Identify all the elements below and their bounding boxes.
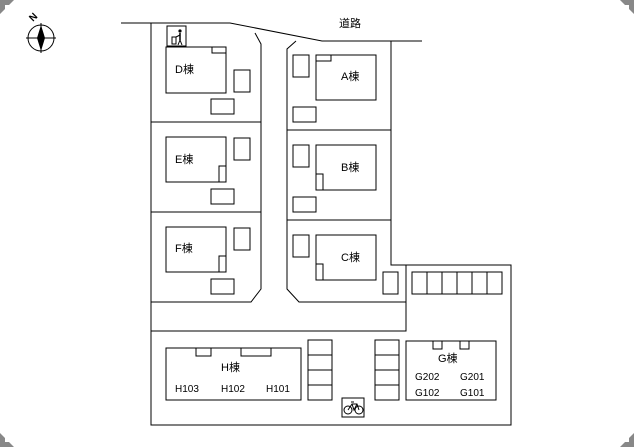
parking-slot	[292, 234, 310, 258]
unit-label: G201	[460, 372, 485, 383]
parking-slot	[233, 227, 251, 251]
compass-icon: N	[26, 11, 56, 53]
building-b-label: B棟	[341, 160, 359, 174]
building-h-label: H棟	[221, 360, 240, 374]
compass-north-label: N	[27, 11, 40, 24]
building-a-label: A棟	[341, 69, 359, 83]
left-lot-outline	[150, 23, 407, 332]
unit-label: H102	[221, 384, 245, 395]
parking-slot	[233, 69, 251, 93]
parking-slot	[292, 106, 317, 123]
parking-slot	[292, 54, 310, 78]
building-d: D棟	[165, 46, 251, 115]
parking-slot	[210, 188, 235, 205]
building-c-label: C棟	[341, 250, 360, 264]
building-g-label: G棟	[438, 351, 458, 365]
parking-slot	[292, 144, 310, 168]
building-h: H棟 H103 H102 H101	[165, 347, 302, 401]
building-e: E棟	[165, 136, 251, 205]
building-c: C棟	[292, 234, 399, 295]
right-lot-outline	[150, 41, 512, 426]
unit-label: H103	[175, 384, 199, 395]
building-b: B棟	[292, 144, 377, 213]
unit-label: G202	[415, 372, 440, 383]
road-edge	[121, 22, 422, 42]
road-label: 道路	[339, 16, 361, 30]
unit-label: G102	[415, 388, 440, 399]
unit-label: G101	[460, 388, 485, 399]
parking-slot	[210, 98, 235, 115]
parking-row-right	[411, 271, 503, 295]
building-g: G棟 G202 G201 G102 G101	[405, 340, 497, 401]
parking-slot	[233, 137, 251, 161]
building-f: F棟	[165, 226, 251, 295]
building-d-label: D棟	[175, 62, 194, 76]
building-a: A棟	[292, 54, 377, 123]
building-e-label: E棟	[175, 152, 193, 166]
bicycle-parking-icon	[341, 397, 365, 418]
unit-label: H101	[266, 384, 290, 395]
building-f-label: F棟	[175, 241, 193, 255]
parking-column-right	[374, 339, 400, 401]
parking-slot	[210, 278, 235, 295]
trash-disposal-icon	[166, 25, 187, 47]
parking-slot	[382, 271, 399, 295]
parking-column-left	[307, 339, 333, 401]
parking-slot	[292, 196, 317, 213]
